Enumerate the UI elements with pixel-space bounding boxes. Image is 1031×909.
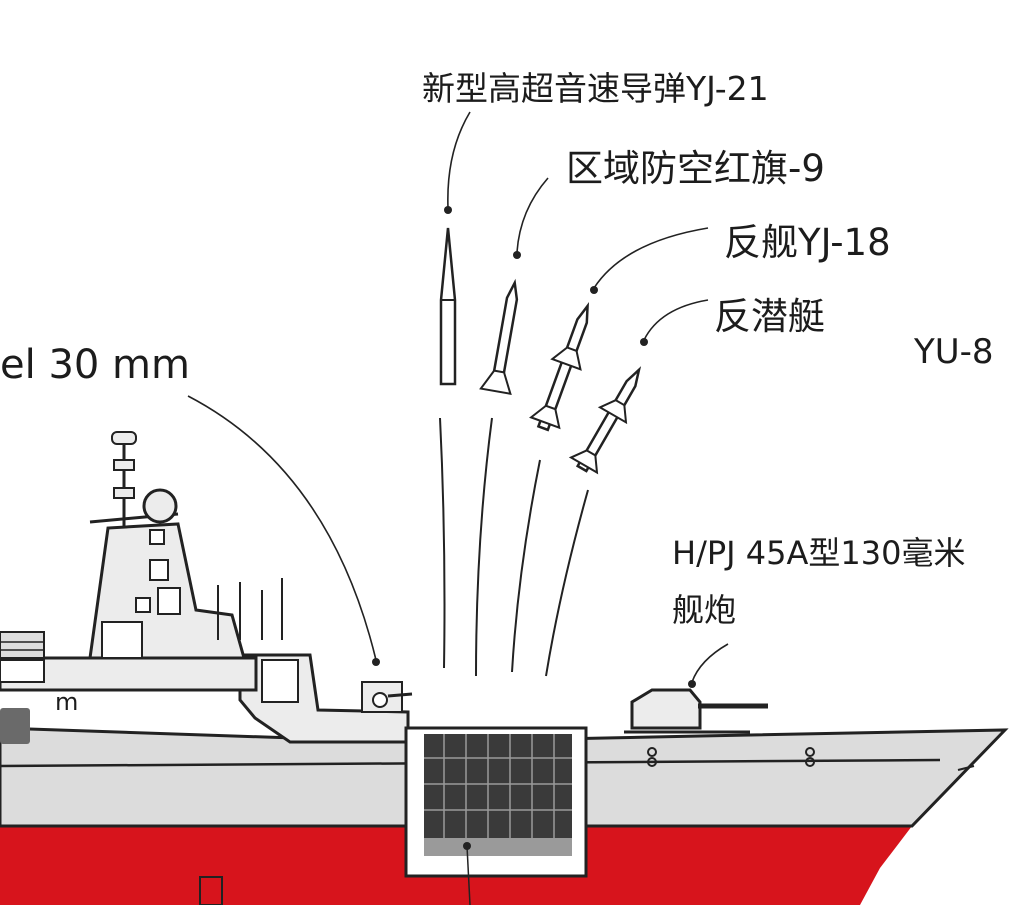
missile-yj21 — [439, 227, 457, 386]
vertical-launch-system — [404, 726, 588, 906]
porthole — [647, 757, 657, 767]
deck-equipment — [0, 659, 45, 683]
cannon-turret — [372, 692, 388, 708]
window — [101, 621, 143, 659]
leader-lines — [187, 111, 729, 683]
vls-cell-block — [424, 734, 572, 838]
mast-radar — [113, 459, 135, 471]
label-hq9-air-defense: 区域防空红旗-9 — [566, 147, 825, 190]
leader-dots — [372, 206, 696, 688]
window — [261, 659, 299, 703]
missile-yj18 — [529, 302, 590, 432]
vls-pointer-line — [466, 845, 471, 906]
vls-cell-grid — [424, 734, 572, 838]
porthole — [805, 747, 815, 757]
missile-yu8 — [568, 366, 642, 475]
label-yj21-hypersonic: 新型高超音速导弹YJ-21 — [422, 69, 769, 108]
main-gun — [624, 688, 768, 734]
leader-asw — [643, 299, 709, 341]
anchor-mark — [957, 765, 975, 771]
porthole — [647, 747, 657, 757]
cannon-barrel — [387, 692, 413, 698]
label-30mm-cannon: el 30 mm — [0, 342, 190, 388]
leader-yj18 — [593, 227, 709, 289]
mast-radar — [111, 431, 137, 445]
window — [149, 559, 169, 581]
window — [157, 587, 181, 615]
label-fragment-m: m — [55, 688, 79, 716]
window — [149, 529, 165, 545]
window — [135, 597, 151, 613]
hull-dark-marking — [0, 708, 30, 744]
label-yj18-antiship: 反舰YJ-18 — [724, 221, 891, 264]
missile-hq9 — [479, 278, 519, 396]
leader-30mm — [187, 395, 377, 661]
radar-dome — [142, 488, 178, 524]
main-gun-turret — [630, 688, 702, 730]
launch-trails — [439, 417, 589, 677]
porthole — [805, 757, 815, 767]
superstructure — [0, 431, 413, 744]
label-antisubmarine: 反潜艇 — [714, 295, 825, 338]
leader-hq9 — [516, 177, 549, 253]
deck-equipment — [0, 631, 45, 659]
label-yu8: YU-8 — [914, 332, 994, 372]
leader-main-gun — [691, 643, 729, 683]
vls-base — [424, 838, 572, 856]
label-main-gun-line2: 舰炮 — [672, 591, 737, 629]
mast-radar — [113, 487, 135, 499]
leader-yj21 — [447, 111, 471, 209]
label-main-gun-line1: H/PJ 45A型130毫米 — [672, 534, 966, 572]
